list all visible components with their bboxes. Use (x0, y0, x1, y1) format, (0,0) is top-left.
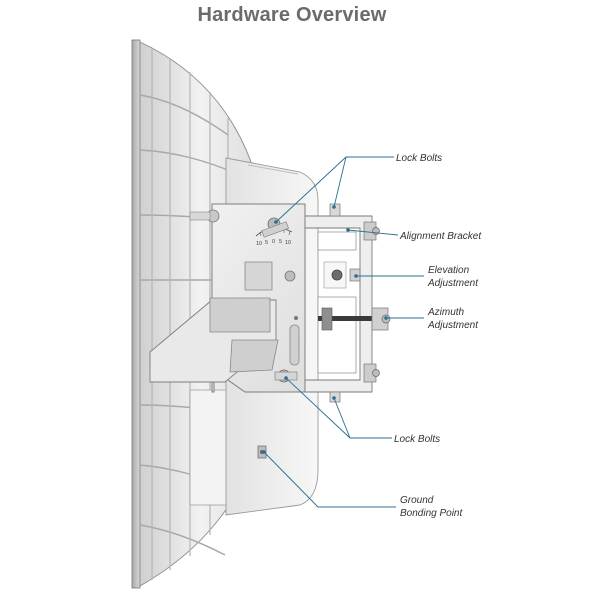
dish-rim (131, 39, 141, 589)
callout-ground-bonding-line2: Bonding Point (400, 508, 463, 519)
scale-label: 10 (256, 241, 262, 247)
callout-alignment-bracket: Alignment Bracket (399, 231, 482, 242)
callout-leaders (262, 156, 424, 508)
lock-bolt-bottom (274, 369, 298, 383)
callout-lock-bolts-bottom: Lock Bolts (394, 434, 440, 445)
callout-ground-bonding-line1: Ground (400, 495, 434, 506)
page-title: Hardware Overview (197, 4, 387, 26)
callout-lock-bolts-top: Lock Bolts (396, 153, 442, 164)
scale-label: 10 (285, 240, 291, 246)
callout-elevation-adjustment-line1: Elevation (428, 265, 470, 276)
scale-label: 5 (279, 239, 282, 245)
callout-azimuth-adjustment-line2: Adjustment (427, 320, 479, 331)
callout-elevation-adjustment-line2: Adjustment (427, 278, 479, 289)
scale-label: 5 (265, 240, 268, 246)
scale-label: 0 (272, 239, 275, 245)
mounting-plate (149, 203, 306, 393)
callout-azimuth-adjustment-line1: Azimuth (427, 307, 465, 318)
